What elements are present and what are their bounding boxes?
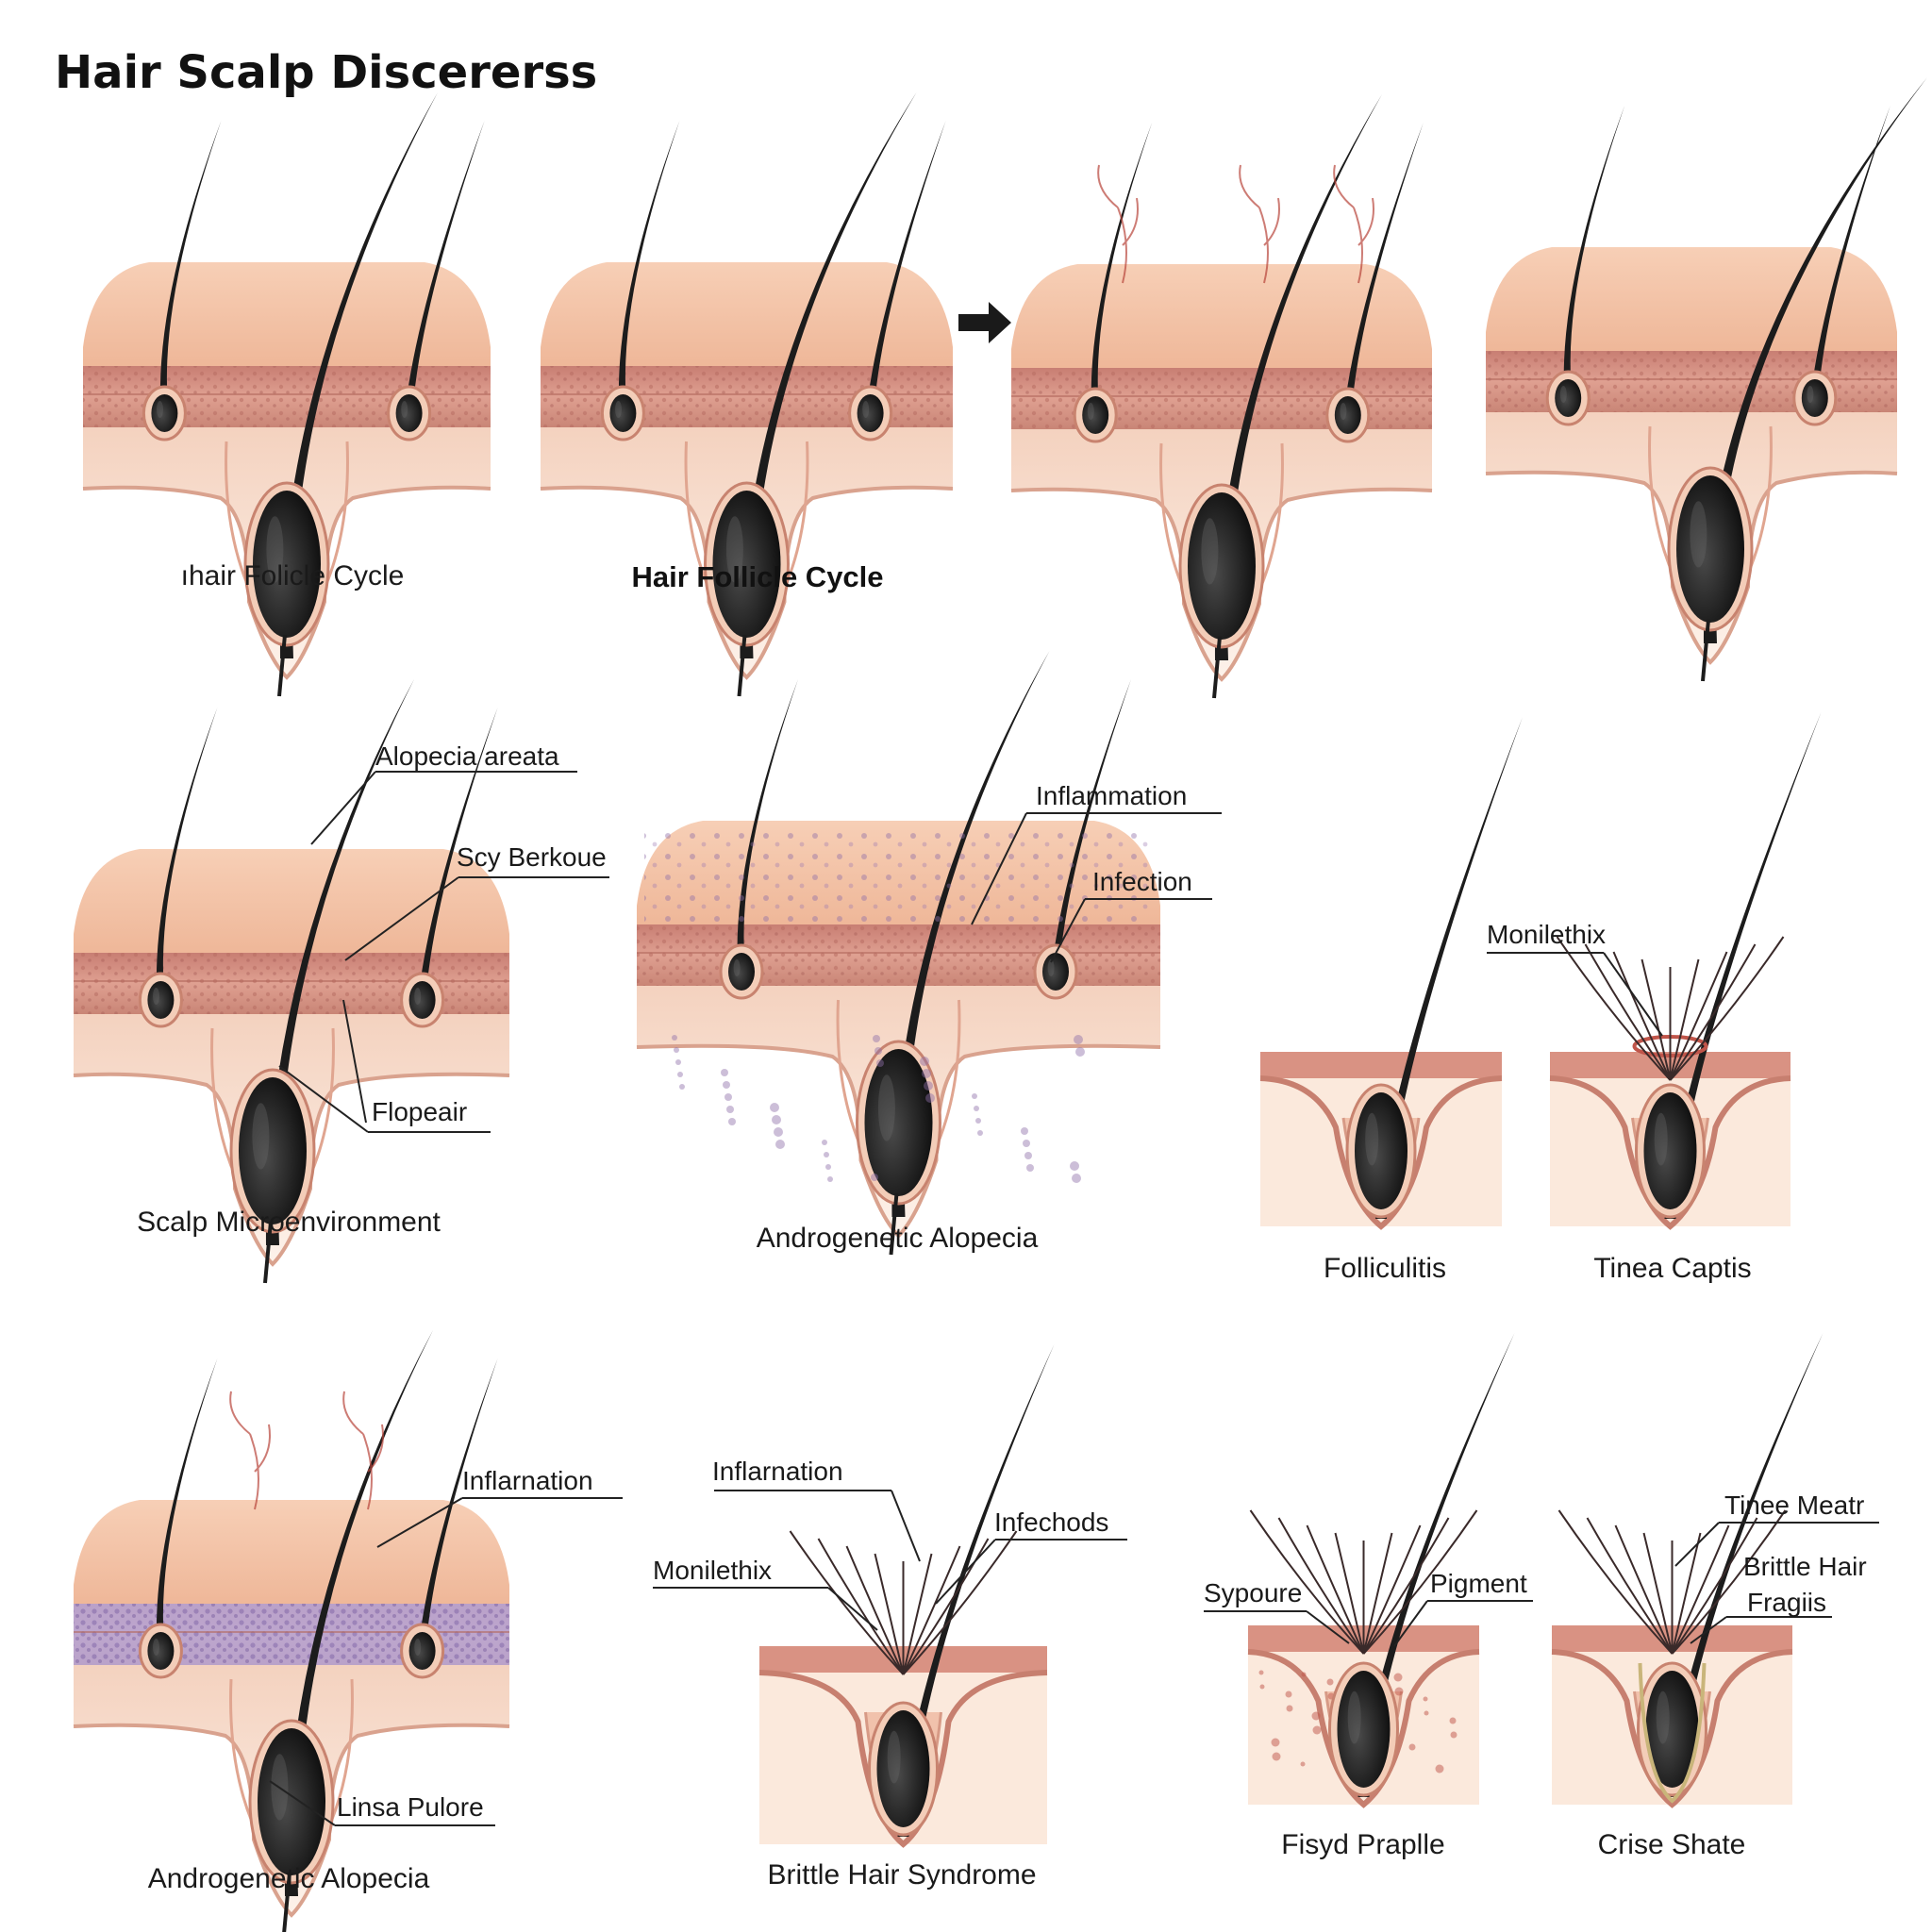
caption-p12: Crise Shate (1598, 1829, 1746, 1860)
label-inflammation: Inflammation (1036, 781, 1187, 810)
label-scy-berkoue: Scy Berkoue (457, 842, 607, 872)
panel-androgenetic-alopecia (636, 651, 1161, 1256)
panel-crise-shate (1551, 1333, 1824, 1808)
label-infection: Infection (1092, 867, 1192, 896)
label-monilethix: Monilethix (1487, 920, 1606, 949)
panel-fisyd-praplle (1247, 1333, 1515, 1808)
caption-p7: Folliculitis (1324, 1253, 1446, 1284)
panel-hair-follicle-cycle-2 (540, 92, 954, 697)
label-tinee-meatr: Tinee Meatr (1724, 1491, 1864, 1520)
caption-p1: ıhair Folicle Cycle (181, 560, 405, 591)
panel-tinea-captis (1549, 712, 1822, 1230)
label-sypoure: Sypoure (1204, 1578, 1302, 1607)
caption-p5: Scalp Microenvironment (137, 1207, 441, 1238)
page-title: Hair Scalp Discererss (55, 46, 597, 99)
label-infechods: Infechods (994, 1507, 1108, 1537)
caption-p6: Androgenetic Alopecia (757, 1223, 1039, 1254)
caption-p8: Tinea Captis (1593, 1253, 1751, 1284)
label-brittle-hair: Brittle Hair (1743, 1552, 1867, 1581)
label-fragiis: Fragiis (1747, 1588, 1826, 1617)
caption-p11: Fisyd Praplle (1281, 1829, 1444, 1860)
label-flopeair: Flopeair (372, 1097, 467, 1126)
label-pigment: Pigment (1430, 1569, 1527, 1598)
label-inflarnation-p9: Inflarnation (462, 1466, 593, 1495)
panel-hair-follicle-cycle-1 (82, 92, 491, 697)
arrow-right-icon (958, 302, 1011, 343)
panel-folliculitis (1259, 717, 1523, 1230)
panel-brittle-hair-syndrome (758, 1344, 1055, 1848)
panel-hair-follicle-cycle-4 (1485, 77, 1927, 682)
label-linsa-pulore: Linsa Pulore (337, 1792, 484, 1822)
annotation-leaders (269, 771, 1879, 1826)
label-alopecia-areata: Alopecia areata (375, 741, 559, 771)
caption-p9: Androgenetic Alopecia (148, 1863, 430, 1894)
caption-p10: Brittle Hair Syndrome (767, 1859, 1036, 1890)
label-inflarnation-p10: Inflarnation (712, 1457, 843, 1486)
panel-scalp-microenvironment (73, 679, 510, 1284)
panel-hair-follicle-cycle-3 (1010, 94, 1433, 699)
panel-androgenetic-alopecia-2 (73, 1330, 510, 1932)
label-monilethix-p10: Monilethix (653, 1556, 772, 1585)
caption-p2: Hair Follicle Cycle (631, 560, 883, 593)
